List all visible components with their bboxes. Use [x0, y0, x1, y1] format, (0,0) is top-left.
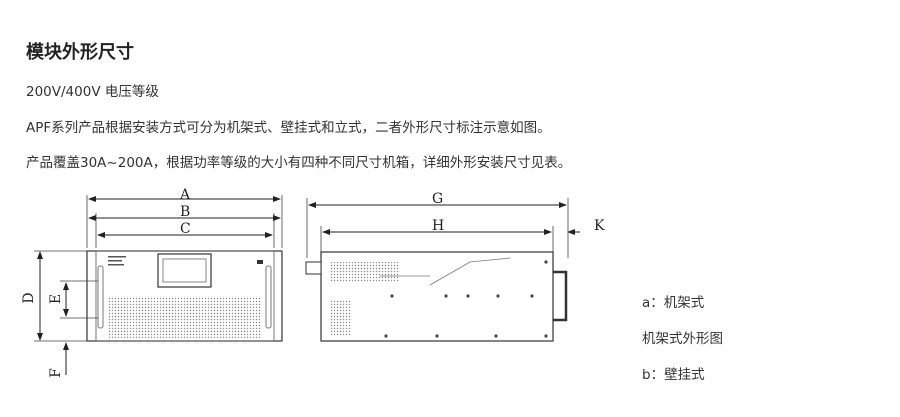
section-title: 模块外形尺寸: [26, 42, 134, 63]
dimension-label-b: B: [180, 204, 190, 220]
dimension-label-e: E: [48, 294, 64, 304]
dimension-label-c: C: [180, 221, 191, 237]
label-rack-mount: a：机架式: [642, 295, 705, 311]
dimension-label-f: F: [48, 368, 64, 378]
vent-grille: [108, 296, 262, 338]
label-rack-mount-outline: 机架式外形图: [642, 331, 723, 347]
voltage-level-text: 200V/400V 电压等级: [26, 84, 159, 100]
dimension-label-d: D: [21, 292, 37, 303]
installation-description: APF系列产品根据安装方式可分为机架式、壁挂式和立式，二者外形尺寸标注示意如图。: [26, 120, 551, 136]
display-screen: [157, 253, 212, 288]
dimension-label-g: G: [432, 191, 443, 207]
dimension-label-a: A: [179, 187, 191, 203]
front-view: A B C D E F: [21, 187, 283, 378]
size-coverage-description: 产品覆盖30A~200A，根据功率等级的大小有四种不同尺寸机箱，详细外形安装尺寸…: [26, 155, 572, 171]
dimension-drawing: A B C D E F: [21, 187, 605, 378]
dimension-label-k: K: [594, 218, 605, 234]
dimension-label-h: H: [432, 218, 444, 234]
side-view: G H K: [305, 191, 605, 342]
label-wall-mount: b：壁挂式: [642, 367, 705, 383]
indicator-icon: [257, 260, 263, 264]
